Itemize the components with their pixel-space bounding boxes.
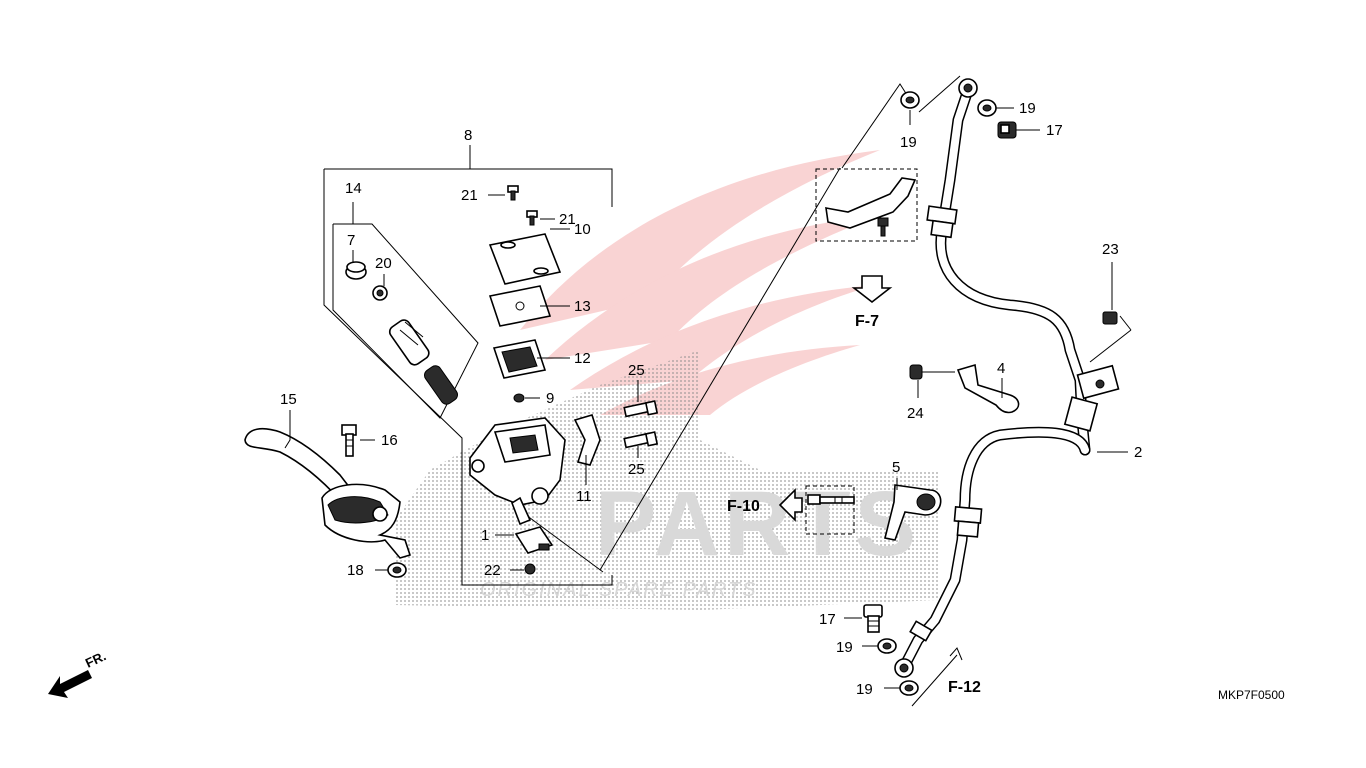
hose-clamp-4 bbox=[909, 363, 1020, 414]
nut-18 bbox=[387, 562, 407, 578]
screw-21-upper bbox=[507, 185, 519, 201]
leader-lines bbox=[284, 107, 1128, 689]
callout-21-upper: 21 bbox=[461, 187, 478, 204]
callout-19-top-right: 19 bbox=[1019, 100, 1036, 117]
callout-4: 4 bbox=[997, 360, 1005, 377]
watermark-tagline: ORIGINAL SPARE PARTS bbox=[480, 579, 757, 601]
callout-7: 7 bbox=[347, 232, 355, 249]
section-references: F-7 F-10 F-12 bbox=[727, 313, 981, 696]
brake-hose-upper bbox=[926, 78, 1120, 456]
front-direction-label: FR. bbox=[83, 648, 108, 670]
callout-13: 13 bbox=[574, 298, 591, 315]
front-direction-indicator: FR. bbox=[48, 648, 108, 698]
assembly-8-frame bbox=[323, 145, 841, 586]
callout-12: 12 bbox=[574, 350, 591, 367]
brake-hose-lower bbox=[894, 426, 1091, 678]
f12-reference-arrow bbox=[911, 647, 963, 707]
callout-16: 16 bbox=[381, 432, 398, 449]
watermark-wing-logo bbox=[520, 150, 880, 415]
callout-14: 14 bbox=[345, 180, 362, 197]
callout-15: 15 bbox=[280, 391, 297, 408]
circlip-20 bbox=[372, 285, 388, 301]
hose-clamp-5 bbox=[884, 484, 942, 541]
watermark-main-text: PARTS bbox=[595, 473, 920, 575]
callout-25-upper: 25 bbox=[628, 362, 645, 379]
callout-19-bottom-upper: 19 bbox=[836, 639, 853, 656]
callout-1: 1 bbox=[481, 527, 489, 544]
banjo-bolt-17-top bbox=[997, 121, 1017, 139]
pivot-bolt-16 bbox=[341, 424, 357, 457]
bolt-25-lower bbox=[623, 431, 659, 449]
callout-21-lower: 21 bbox=[559, 211, 576, 228]
callout-23: 23 bbox=[1102, 241, 1119, 258]
callout-24: 24 bbox=[907, 405, 924, 422]
diaphragm-plate-13 bbox=[488, 285, 552, 327]
diagram-code: MKP7F0500 bbox=[1218, 688, 1285, 702]
f10-reference-box bbox=[778, 485, 855, 535]
callout-19-bottom-lower: 19 bbox=[856, 681, 873, 698]
diaphragm-12 bbox=[492, 339, 547, 379]
f7-reference-box bbox=[815, 168, 918, 304]
master-cylinder-body bbox=[469, 417, 566, 526]
washer-19-bottom-lower bbox=[899, 680, 919, 696]
callout-18: 18 bbox=[347, 562, 364, 579]
callout-10: 10 bbox=[574, 221, 591, 238]
screw-22 bbox=[524, 563, 536, 575]
ref-f12: F-12 bbox=[948, 679, 981, 696]
callout-19-top-left: 19 bbox=[900, 134, 917, 151]
brake-lever-15 bbox=[244, 427, 412, 559]
callout-11: 11 bbox=[576, 488, 592, 505]
screw-21-lower bbox=[526, 210, 538, 226]
callout-8: 8 bbox=[464, 127, 472, 144]
hose-bracket-lines bbox=[841, 75, 1132, 363]
reservoir-cap-7 bbox=[345, 261, 367, 280]
holder-11 bbox=[573, 414, 601, 466]
bolt-25-upper bbox=[623, 400, 659, 418]
washer-19-top-left bbox=[900, 91, 920, 109]
front-arrow-icon bbox=[48, 670, 92, 698]
banjo-bolt-17-bottom bbox=[863, 604, 883, 633]
washer-19-bottom-upper bbox=[877, 638, 897, 654]
ref-f7: F-7 bbox=[855, 313, 879, 330]
bolt-23 bbox=[1102, 311, 1118, 325]
small-part-9 bbox=[513, 393, 525, 403]
callout-5: 5 bbox=[892, 459, 900, 476]
ref-f10: F-10 bbox=[727, 498, 760, 515]
callout-labels: 8 14 7 20 21 21 10 13 12 9 25 25 11 1 22… bbox=[280, 100, 1142, 698]
reservoir-cover-10 bbox=[488, 233, 562, 285]
washer-19-top-right bbox=[977, 99, 997, 117]
callout-17-top: 17 bbox=[1046, 122, 1063, 139]
callout-22: 22 bbox=[484, 562, 501, 579]
piston-assembly bbox=[388, 319, 458, 405]
callout-2: 2 bbox=[1134, 444, 1142, 461]
callout-20: 20 bbox=[375, 255, 392, 272]
callout-17-bottom: 17 bbox=[819, 611, 836, 628]
callout-9: 9 bbox=[546, 390, 554, 407]
callout-25-lower: 25 bbox=[628, 461, 645, 478]
brake-switch-1 bbox=[514, 526, 554, 554]
